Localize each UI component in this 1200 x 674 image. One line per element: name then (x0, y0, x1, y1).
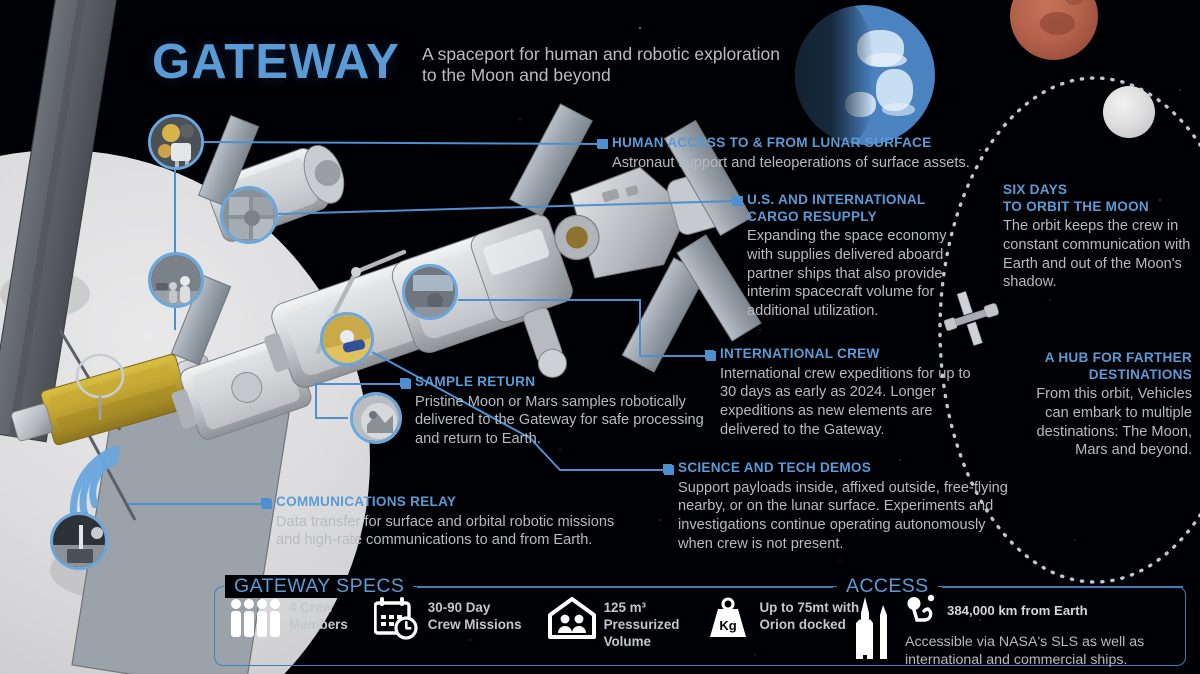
callout-marker (705, 350, 714, 359)
spec-item-mass: Kg Up to 75mt with Orion docked (705, 597, 859, 641)
callout-heading: COMMUNICATIONS RELAY (276, 494, 457, 509)
spec-item-text: 125 m³ Pressurized Volume (603, 600, 680, 649)
spec-item-text: Up to 75mt with Orion docked (759, 600, 860, 632)
gateway-specs-label: GATEWAY SPECS (225, 575, 414, 598)
photo-bubble-science-experiment (320, 312, 374, 366)
specs-panel-top-rule (417, 586, 833, 588)
route-pin-icon (907, 594, 935, 622)
photo-bubble-astronauts-surface (148, 252, 204, 308)
spec-item-text: 4 Crew Members (289, 600, 348, 632)
callout-cargo-resupply: U.S. AND INTERNATIONAL CARGO RESUPPLY Ex… (732, 192, 959, 321)
rocket-sls-icon (856, 597, 887, 659)
calendar-clock-icon (373, 597, 418, 640)
page-title: GATEWAY (152, 35, 400, 89)
callout-heading: U.S. AND INTERNATIONAL CARGO RESUPPLY (747, 192, 926, 224)
callout-marker (400, 378, 409, 387)
orbit-note-heading-line2: TO ORBIT THE MOON (1003, 198, 1149, 214)
photo-bubble-cargo-interior (220, 186, 278, 244)
callout-heading: INTERNATIONAL CREW (720, 346, 880, 361)
photo-bubble-sample-canister (350, 392, 402, 444)
earth-globe (795, 5, 935, 145)
specs-panel-top-rule (942, 586, 1183, 588)
moon-globe (1103, 86, 1155, 138)
weight-icon-label: Kg (720, 618, 737, 633)
callout-marker (663, 464, 672, 473)
callout-human-access: HUMAN ACCESS TO & FROM LUNAR SURFACE Ast… (597, 135, 992, 172)
spec-item-crew: 4 Crew Members (229, 597, 348, 639)
photo-bubble-crew-glovebox (402, 264, 458, 320)
callout-body: Data transfer for surface and orbital ro… (276, 513, 615, 549)
callout-marker (732, 196, 741, 205)
callout-body: Pristine Moon or Mars samples roboticall… (415, 393, 704, 447)
callout-body: International crew expeditions for up to… (720, 365, 971, 438)
spec-item-text: 30-90 Day Crew Missions (427, 600, 522, 632)
access-distance: 384,000 km from Earth (947, 603, 1088, 618)
access-block: 384,000 km from Earth Accessible via NAS… (851, 593, 1175, 669)
callout-body: Expanding the space economy with supplie… (747, 228, 947, 319)
page-title-block: GATEWAY A spaceport for human and roboti… (152, 35, 782, 89)
orbit-note-body: From this orbit, Vehicles can embark to … (1036, 386, 1192, 459)
page-subtitle: A spaceport for human and robotic explor… (422, 44, 780, 86)
weight-kg-icon: Kg (710, 597, 747, 637)
callout-international-crew: INTERNATIONAL CREW International crew ex… (705, 346, 980, 439)
callout-body: Astronaut support and teleoperations of … (612, 154, 970, 171)
photo-bubble-lunar-lander (148, 114, 204, 170)
pressurized-volume-icon (547, 597, 596, 639)
spec-item-volume: 125 m³ Pressurized Volume (547, 597, 680, 650)
access-body: Accessible via NASA's SLS as well as int… (905, 634, 1145, 669)
callout-communications-relay: COMMUNICATIONS RELAY Data transfer for s… (261, 494, 636, 550)
callout-sample-return: SAMPLE RETURN Pristine Moon or Mars samp… (400, 374, 715, 449)
photo-bubble-comm-relay-site (50, 512, 108, 570)
callout-heading: SAMPLE RETURN (415, 374, 536, 389)
callout-marker (597, 139, 606, 148)
callout-body: Support payloads inside, affixed outside… (678, 479, 1008, 552)
orbit-note-body: The orbit keeps the crew in constant com… (1003, 218, 1191, 291)
orbit-note-heading-line2: DESTINATIONS (1088, 366, 1192, 382)
orbit-note-heading-line1: SIX DAYS (1003, 182, 1068, 197)
access-label: ACCESS (837, 575, 938, 598)
gateway-specs-panel: GATEWAY SPECS ACCESS 4 Crew Members (214, 575, 1186, 669)
spec-item-missions: 30-90 Day Crew Missions (373, 597, 522, 641)
spec-items-list: 4 Crew Members 30-90 Day Crew Missions (229, 597, 859, 650)
crew-people-icon (231, 599, 280, 637)
callout-marker (261, 498, 270, 507)
orbit-note-heading-line1: A HUB FOR FARTHER (1044, 350, 1192, 365)
callout-heading: HUMAN ACCESS TO & FROM LUNAR SURFACE (612, 135, 932, 150)
callout-science-tech-demos: SCIENCE AND TECH DEMOS Support payloads … (663, 460, 1018, 553)
callout-heading: SCIENCE AND TECH DEMOS (678, 460, 872, 475)
orbit-note-hub-destinations: A HUB FOR FARTHER DESTINATIONS From this… (1010, 350, 1192, 460)
orbit-note-six-days: SIX DAYS TO ORBIT THE MOON The orbit kee… (1003, 182, 1193, 292)
